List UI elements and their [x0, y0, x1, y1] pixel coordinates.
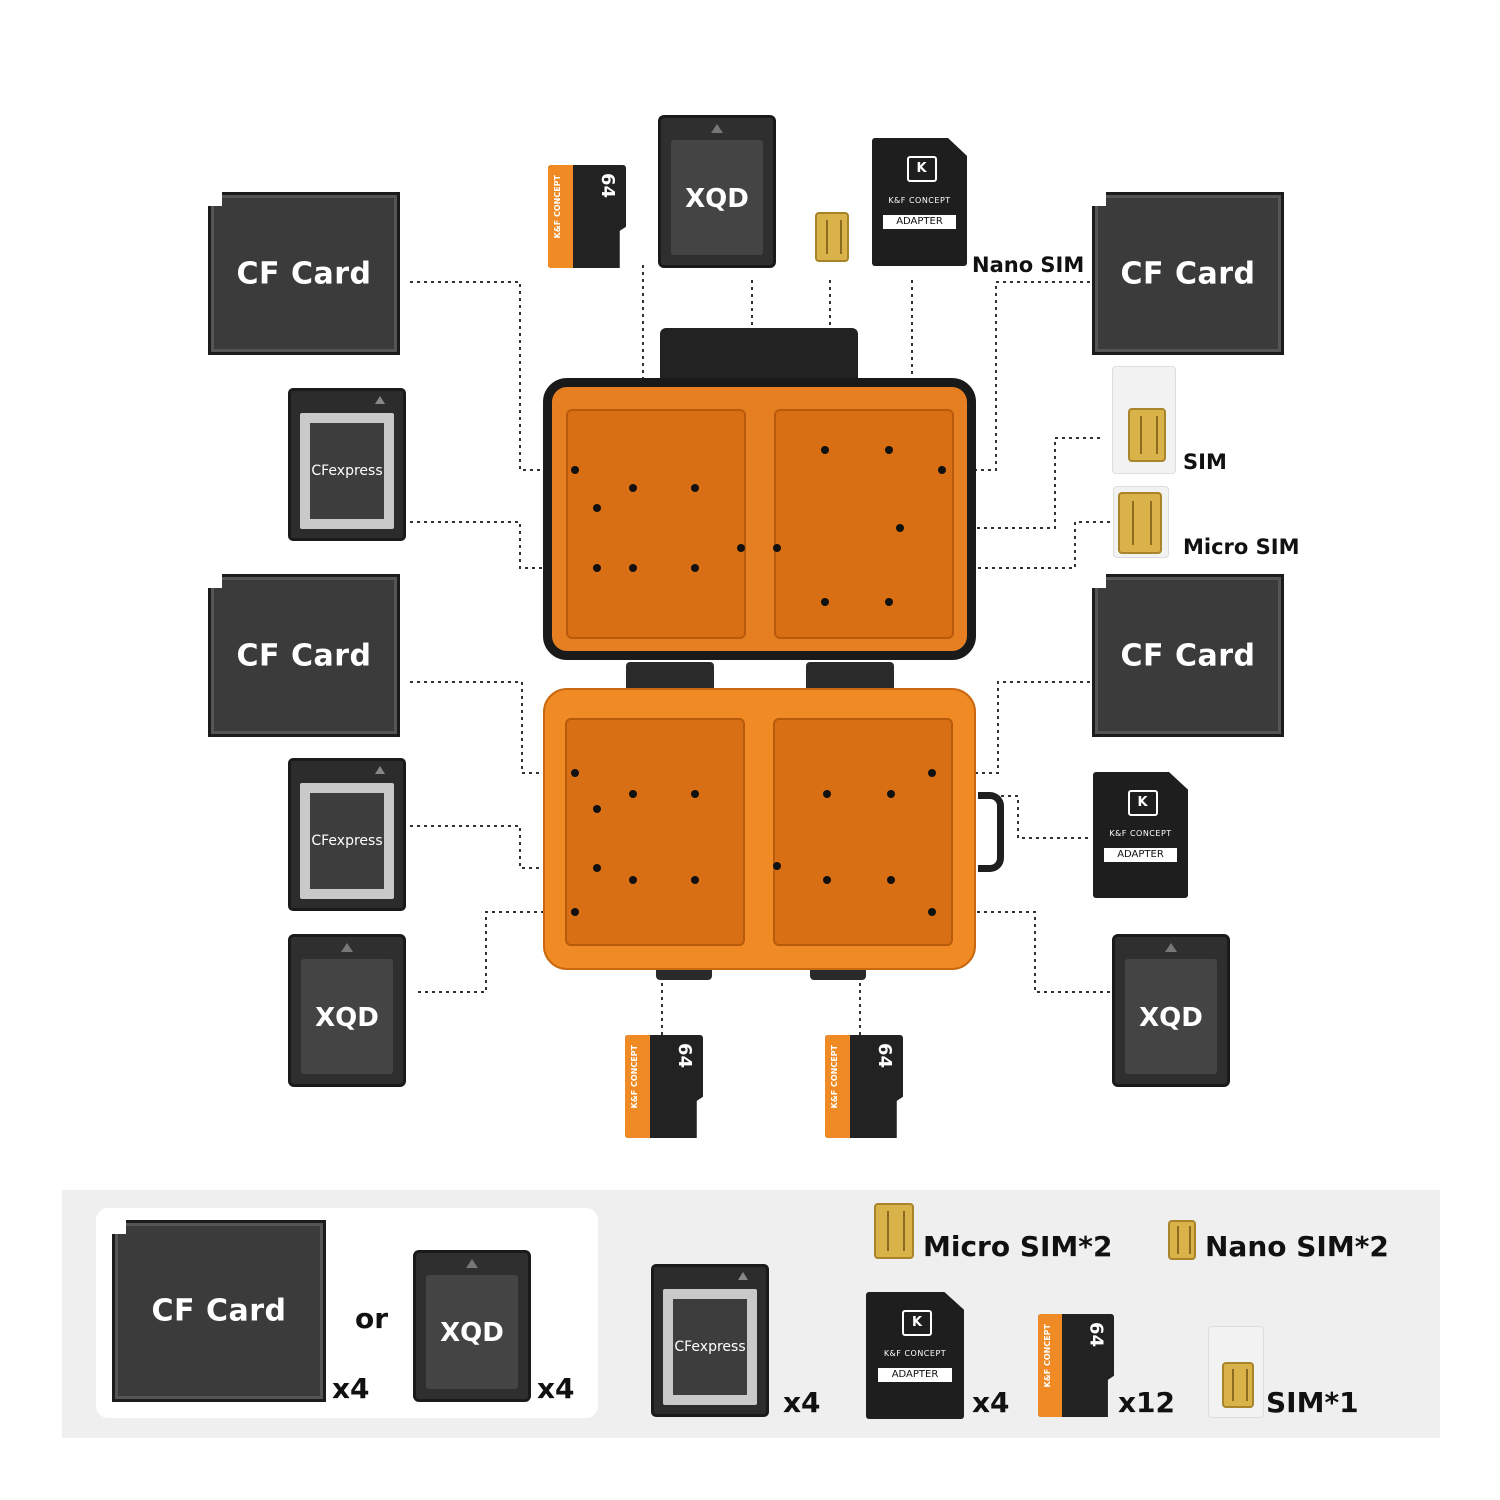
kf-logo-icon: K — [902, 1309, 932, 1336]
sim-chip — [1128, 408, 1166, 462]
slot-marker — [885, 446, 893, 454]
xqd-card-left-bottom: XQD — [288, 934, 406, 1087]
slot-marker — [928, 769, 936, 777]
slot-marker — [691, 790, 699, 798]
slot-marker — [593, 864, 601, 872]
slot-marker — [691, 484, 699, 492]
slot-marker — [938, 466, 946, 474]
sim-label: SIM — [1183, 450, 1227, 474]
summary-sim-label: SIM*1 — [1266, 1386, 1359, 1419]
kf-logo-icon: K — [906, 155, 937, 182]
case-top-tray — [543, 378, 976, 660]
xqd-card-top: XQD — [658, 115, 776, 268]
case-lanyard-loop — [978, 792, 1004, 872]
summary-cf-card: CF Card — [112, 1220, 326, 1402]
summary-nano-sim-chip — [1168, 1220, 1196, 1260]
summary-adapter-qty: x4 — [972, 1386, 1010, 1419]
xqd-card-right-bottom: XQD — [1112, 934, 1230, 1087]
slot-marker — [571, 769, 579, 777]
sd-adapter-top: K K&F CONCEPT ADAPTER — [872, 138, 967, 266]
summary-microsd-card: K&F CONCEPT 64 — [1038, 1314, 1114, 1417]
slot-marker — [593, 504, 601, 512]
cf-card-right-top: CF Card — [1092, 192, 1284, 355]
nano-sim-label: Nano SIM — [972, 253, 1085, 277]
cfexpress-card-left-top: CFexpress — [288, 388, 406, 541]
slot-marker — [571, 908, 579, 916]
slot-marker — [629, 876, 637, 884]
kf-logo-icon: K — [1127, 789, 1158, 816]
summary-cf-qty: x4 — [332, 1372, 370, 1405]
slot-marker — [887, 790, 895, 798]
slot-marker — [896, 524, 904, 532]
case-bottom-tray — [543, 688, 976, 970]
slot-top-right — [774, 409, 954, 639]
slot-bottom-left — [565, 718, 745, 946]
slot-marker — [691, 876, 699, 884]
slot-bottom-right — [773, 718, 953, 946]
slot-marker — [823, 876, 831, 884]
summary-xqd-qty: x4 — [537, 1372, 575, 1405]
slot-top-left — [566, 409, 746, 639]
slot-marker — [821, 598, 829, 606]
slot-marker — [773, 862, 781, 870]
summary-or-text: or — [355, 1302, 389, 1335]
micro-sim-label: Micro SIM — [1183, 535, 1300, 559]
slot-marker — [773, 544, 781, 552]
micro-sim-chip — [1118, 492, 1162, 554]
slot-marker — [821, 446, 829, 454]
summary-msd-qty: x12 — [1118, 1386, 1176, 1419]
slot-marker — [737, 544, 745, 552]
cfexpress-card-left-bottom: CFexpress — [288, 758, 406, 911]
summary-cfexpress-card: CFexpress — [651, 1264, 769, 1417]
slot-marker — [823, 790, 831, 798]
sd-adapter-right: K K&F CONCEPT ADAPTER — [1093, 772, 1188, 898]
summary-micro-sim-chip — [874, 1203, 914, 1259]
slot-marker — [629, 484, 637, 492]
summary-cfexpress-qty: x4 — [783, 1386, 821, 1419]
nano-sim-chip-top — [815, 212, 849, 262]
slot-marker — [928, 908, 936, 916]
slot-marker — [593, 805, 601, 813]
summary-nano-sim-label: Nano SIM*2 — [1205, 1230, 1389, 1263]
microsd-card-top: K&F CONCEPT 64 — [548, 165, 626, 268]
slot-marker — [571, 466, 579, 474]
slot-marker — [885, 598, 893, 606]
slot-marker — [629, 790, 637, 798]
cf-card-right-middle: CF Card — [1092, 574, 1284, 737]
microsd-card-bottom-right: K&F CONCEPT 64 — [825, 1035, 903, 1138]
summary-sd-adapter: K K&F CONCEPT ADAPTER — [866, 1292, 964, 1419]
slot-marker — [887, 876, 895, 884]
summary-micro-sim-label: Micro SIM*2 — [923, 1230, 1113, 1263]
summary-xqd-card: XQD — [413, 1250, 531, 1402]
summary-sim-chip — [1222, 1362, 1254, 1408]
cf-card-left-middle: CF Card — [208, 574, 400, 737]
cf-card-left-top: CF Card — [208, 192, 400, 355]
slot-marker — [691, 564, 699, 572]
microsd-card-bottom-left: K&F CONCEPT 64 — [625, 1035, 703, 1138]
slot-marker — [629, 564, 637, 572]
slot-marker — [593, 564, 601, 572]
